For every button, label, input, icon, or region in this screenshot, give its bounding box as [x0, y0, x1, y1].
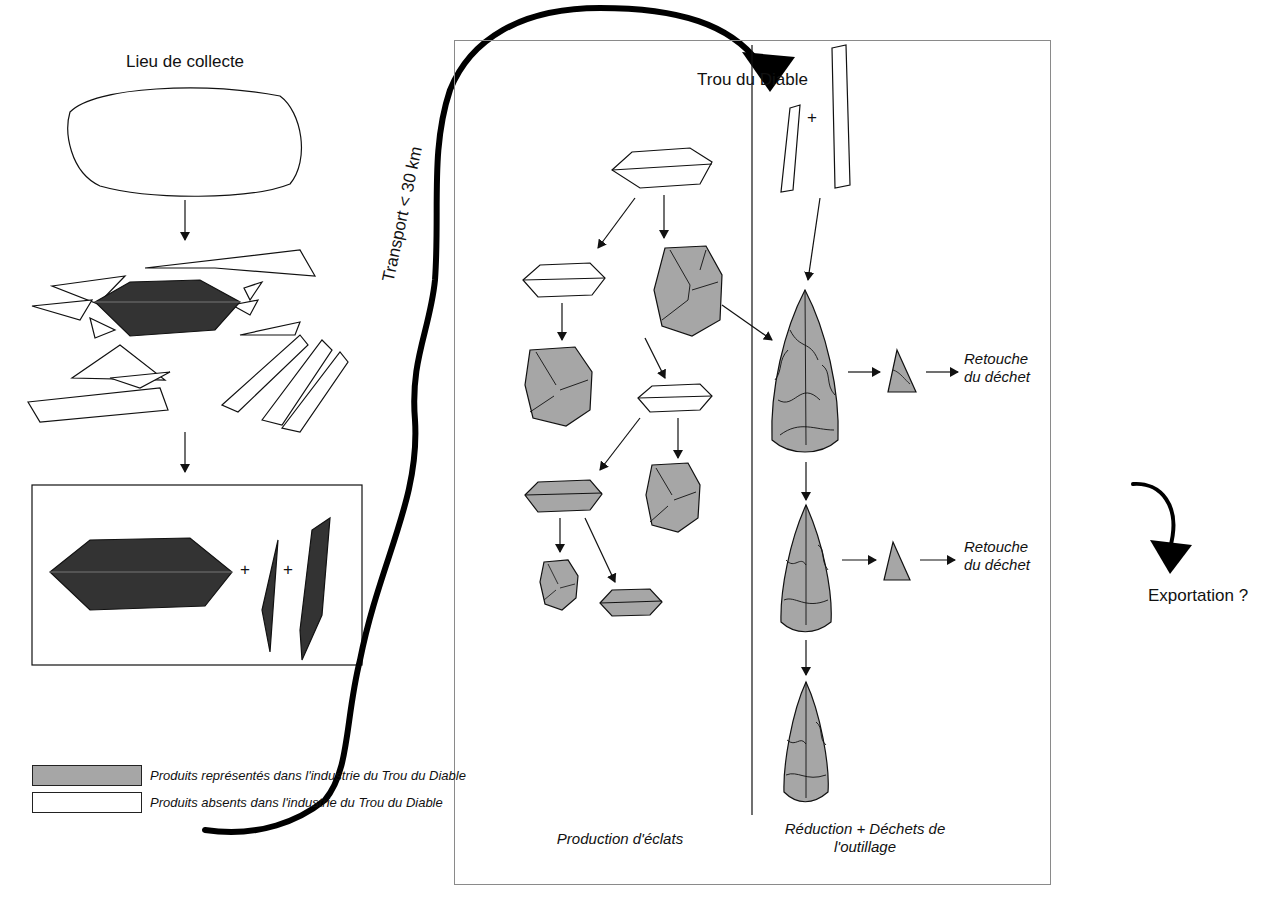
legend-row: Produits absents dans l'industrie du Tro… [32, 792, 443, 813]
place-label: Lieu de collecte [85, 52, 285, 72]
plus-sign: + [803, 108, 821, 128]
legend-row: Produits représentés dans l'industrie du… [32, 765, 466, 786]
column-label: Réduction + Déchets de l'outillage [770, 820, 960, 856]
transport-label: Transport < 30 km [375, 129, 430, 300]
site-title: Trou du Diable [455, 70, 1050, 90]
column-label: Production d'éclats [520, 830, 720, 848]
legend-swatch [32, 765, 142, 786]
plus-sign: + [236, 560, 254, 580]
legend-text: Produits représentés dans l'industrie du… [150, 768, 466, 783]
legend-swatch [32, 792, 142, 813]
legend-text: Produits absents dans l'industrie du Tro… [150, 795, 443, 810]
export-label: Exportation ? [1128, 586, 1268, 606]
plus-sign: + [279, 560, 297, 580]
site-box: Trou du Diable [454, 40, 1051, 885]
note-label: Retouche du déchet [964, 538, 1044, 574]
note-label: Retouche du déchet [964, 350, 1044, 386]
